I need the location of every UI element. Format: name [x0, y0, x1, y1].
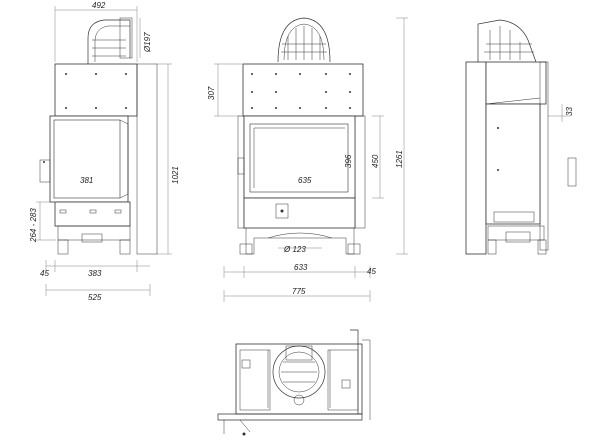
- dim-front-opening-height: 450: [371, 154, 380, 168]
- dim-right-offset: 33: [565, 107, 574, 116]
- dim-front-glass-width: 633: [294, 263, 308, 272]
- dim-front-total-width: 775: [292, 287, 306, 296]
- front-view: [214, 17, 408, 302]
- dim-front-glass-height: 396: [344, 154, 353, 168]
- dim-side-glass-visible: 381: [80, 176, 93, 185]
- dim-side-glass-width: 383: [88, 269, 102, 278]
- dim-front-total-height: 1261: [395, 150, 404, 168]
- dim-side-offset: 45: [40, 269, 49, 278]
- dim-side-door-span: 264 - 283: [29, 208, 38, 243]
- dim-side-top-width: 492: [92, 1, 106, 10]
- dim-front-air-inlet: Ø 123: [283, 245, 306, 254]
- dimension-labels: 492 Ø197 264 - 283 1021 45 383 525 381 3…: [29, 1, 574, 302]
- dim-side-height: 1021: [171, 166, 180, 184]
- side-view-left: [36, 6, 172, 296]
- dim-front-top-panel: 307: [207, 86, 216, 100]
- dim-front-offset: 45: [367, 267, 376, 276]
- top-view: [217, 329, 371, 436]
- dim-side-depth: 525: [88, 293, 102, 302]
- side-view-right: [465, 19, 577, 255]
- dim-flue-diameter: Ø197: [143, 32, 152, 53]
- dim-front-glass-visible: 635: [298, 176, 312, 185]
